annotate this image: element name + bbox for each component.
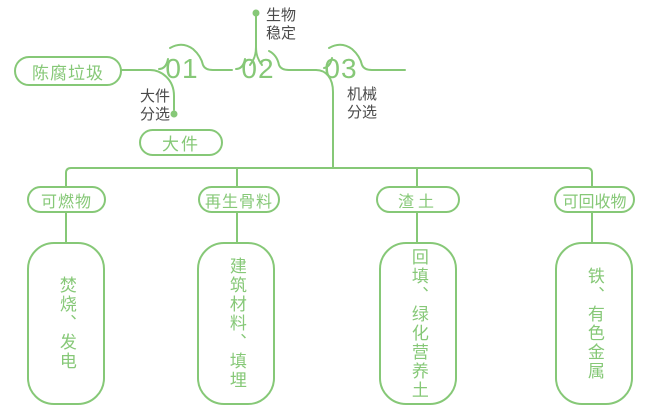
detail-text: 铁、有色金属 [584, 266, 604, 381]
category-node-recyclable: 可回收物 [554, 186, 635, 213]
step-number-2: 02 [241, 53, 275, 84]
curl-step03-left [323, 57, 333, 69]
step2-label: 生物稳定 [266, 7, 297, 42]
detail-text: 建筑材料、填埋 [226, 257, 246, 390]
step3-label: 机械分选 [347, 86, 378, 121]
category-node-slag-soil: 渣土 [376, 186, 460, 213]
line-step02-riser-fillet [255, 46, 263, 66]
line-step02-to-step03 [268, 50, 317, 71]
step1-label: 大件分选 [140, 88, 171, 123]
branch-bar [65, 167, 593, 187]
bio-branch-dot [252, 9, 260, 17]
curl-step02-left [235, 58, 246, 70]
step-number-3: 03 [324, 53, 358, 84]
detail-box-combustible: 焚烧、发电 [27, 242, 105, 405]
category-node-combustible: 可燃物 [27, 186, 106, 213]
curl-step01-left [158, 58, 169, 70]
category-node-recycled-aggregate: 再生骨料 [198, 186, 280, 213]
detail-text: 焚烧、发电 [56, 276, 76, 371]
line-step03-drop [315, 69, 334, 169]
step-number-1: 01 [165, 53, 199, 84]
bulky-branch-dot [170, 110, 178, 118]
bulky-output-node: 大件 [139, 129, 223, 156]
line-step01-to-step02 [169, 43, 233, 71]
line-step03-tail [328, 43, 406, 71]
line-source-to-bulky [121, 69, 175, 111]
source-node: 陈腐垃圾 [14, 56, 122, 86]
detail-box-recyclable: 铁、有色金属 [555, 242, 633, 405]
detail-text: 回填、绿化营养土 [408, 247, 428, 400]
detail-box-recycled-aggregate: 建筑材料、填埋 [197, 242, 275, 405]
detail-box-slag-soil: 回填、绿化营养土 [379, 242, 457, 405]
